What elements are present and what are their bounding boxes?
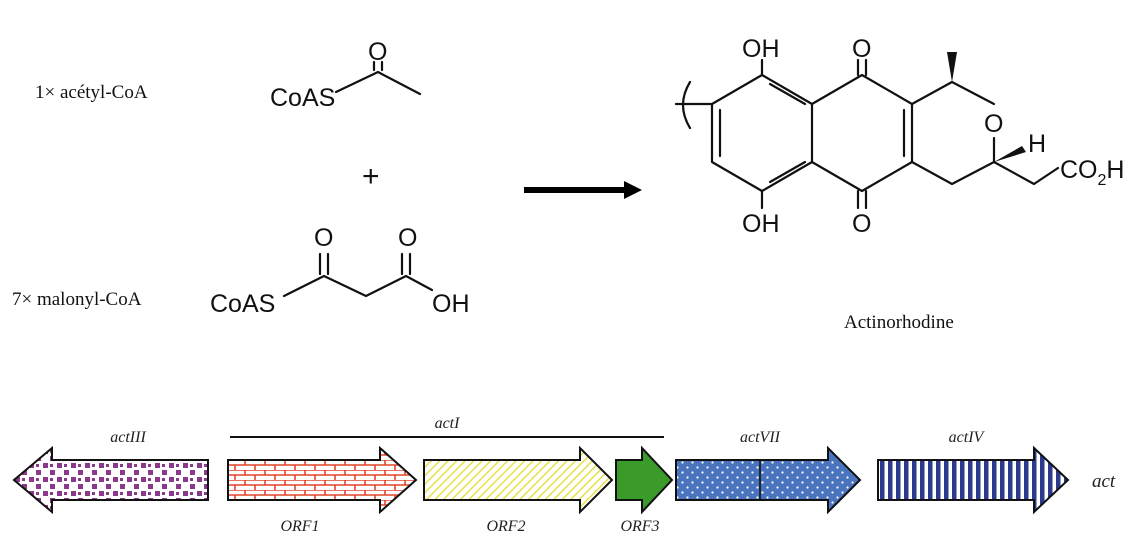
hydrogen-wedge [994, 146, 1026, 162]
actIV-label: actIV [949, 429, 986, 446]
bottom-carbonyl-bond [856, 189, 868, 210]
acetyl-coa-label: 1× acétyl-CoA [35, 82, 148, 103]
gene-actIII: actIII [12, 429, 209, 515]
side-chain-bond [992, 160, 1060, 186]
orf1-label: ORF1 [280, 518, 319, 535]
gene-cluster: actI actIII ORF1 ORF2 ORF3 actVII actIV … [12, 415, 1116, 535]
gene-actVII: actVII [675, 429, 862, 515]
pyran-lower-bonds [910, 136, 996, 186]
actVII-label: actVII [740, 429, 781, 446]
malonyl-carbonyl-oxygen-1: O [314, 224, 333, 252]
actinorhodine-structure: O O OH OH O H CO2H [674, 35, 1124, 238]
gene-orf1: ORF1 [227, 445, 418, 535]
top-carbonyl-bond [856, 58, 868, 77]
quinone-ring [810, 73, 914, 193]
aromatic-double-bonds [718, 82, 807, 184]
orf3-label: ORF3 [620, 518, 659, 535]
actIII-arrow [12, 445, 209, 515]
acetyl-carbonyl-bond [372, 60, 384, 72]
malonyl-coa-label: 7× malonyl-CoA [12, 289, 142, 310]
top-hydroxyl: OH [742, 35, 780, 63]
malonyl-backbone-bond [282, 274, 434, 298]
acetyl-backbone-bond [334, 70, 422, 96]
stereo-hydrogen: H [1028, 130, 1046, 158]
malonyl-carbonyl-bond-1 [318, 252, 330, 276]
reaction-arrow [524, 181, 642, 199]
malonyl-coas-text: CoAS [210, 290, 275, 318]
malonyl-hydroxyl: OH [432, 290, 470, 318]
actinorhodine-label: Actinorhodine [844, 312, 954, 333]
actI-label: actI [435, 415, 461, 432]
orf2-label: ORF2 [486, 518, 525, 535]
bottom-hydroxyl: OH [742, 210, 780, 238]
orf3-arrow [615, 445, 674, 515]
acetyl-coa-structure: CoAS O [270, 38, 422, 112]
plus-sign: + [362, 160, 380, 193]
methyl-wedge [947, 52, 957, 82]
acetyl-coas-text: CoAS [270, 84, 335, 112]
ring-oxygen: O [984, 110, 1003, 138]
bottom-carbonyl-oxygen: O [852, 210, 871, 238]
malonyl-carbonyl-oxygen-2: O [398, 224, 417, 252]
gene-orf3: ORF3 [615, 445, 674, 535]
top-carbonyl-oxygen: O [852, 35, 871, 63]
orf1-arrow [227, 445, 418, 515]
carboxyl-group: CO2H [1060, 156, 1124, 189]
acetyl-carbonyl-oxygen: O [368, 38, 387, 66]
gene-orf2: ORF2 [423, 445, 614, 535]
actVII-arrow [675, 445, 862, 515]
act-cluster-label: act [1092, 471, 1116, 492]
pyran-upper-bonds [910, 80, 996, 106]
orf2-arrow [423, 445, 614, 515]
malonyl-carbonyl-bond-2 [400, 252, 412, 276]
malonyl-coa-structure: CoAS O O OH [210, 224, 470, 318]
actIV-arrow [877, 445, 1070, 515]
gene-actIV: actIV [877, 429, 1070, 515]
actIII-label: actIII [110, 429, 146, 446]
aromatic-ring [710, 73, 814, 193]
